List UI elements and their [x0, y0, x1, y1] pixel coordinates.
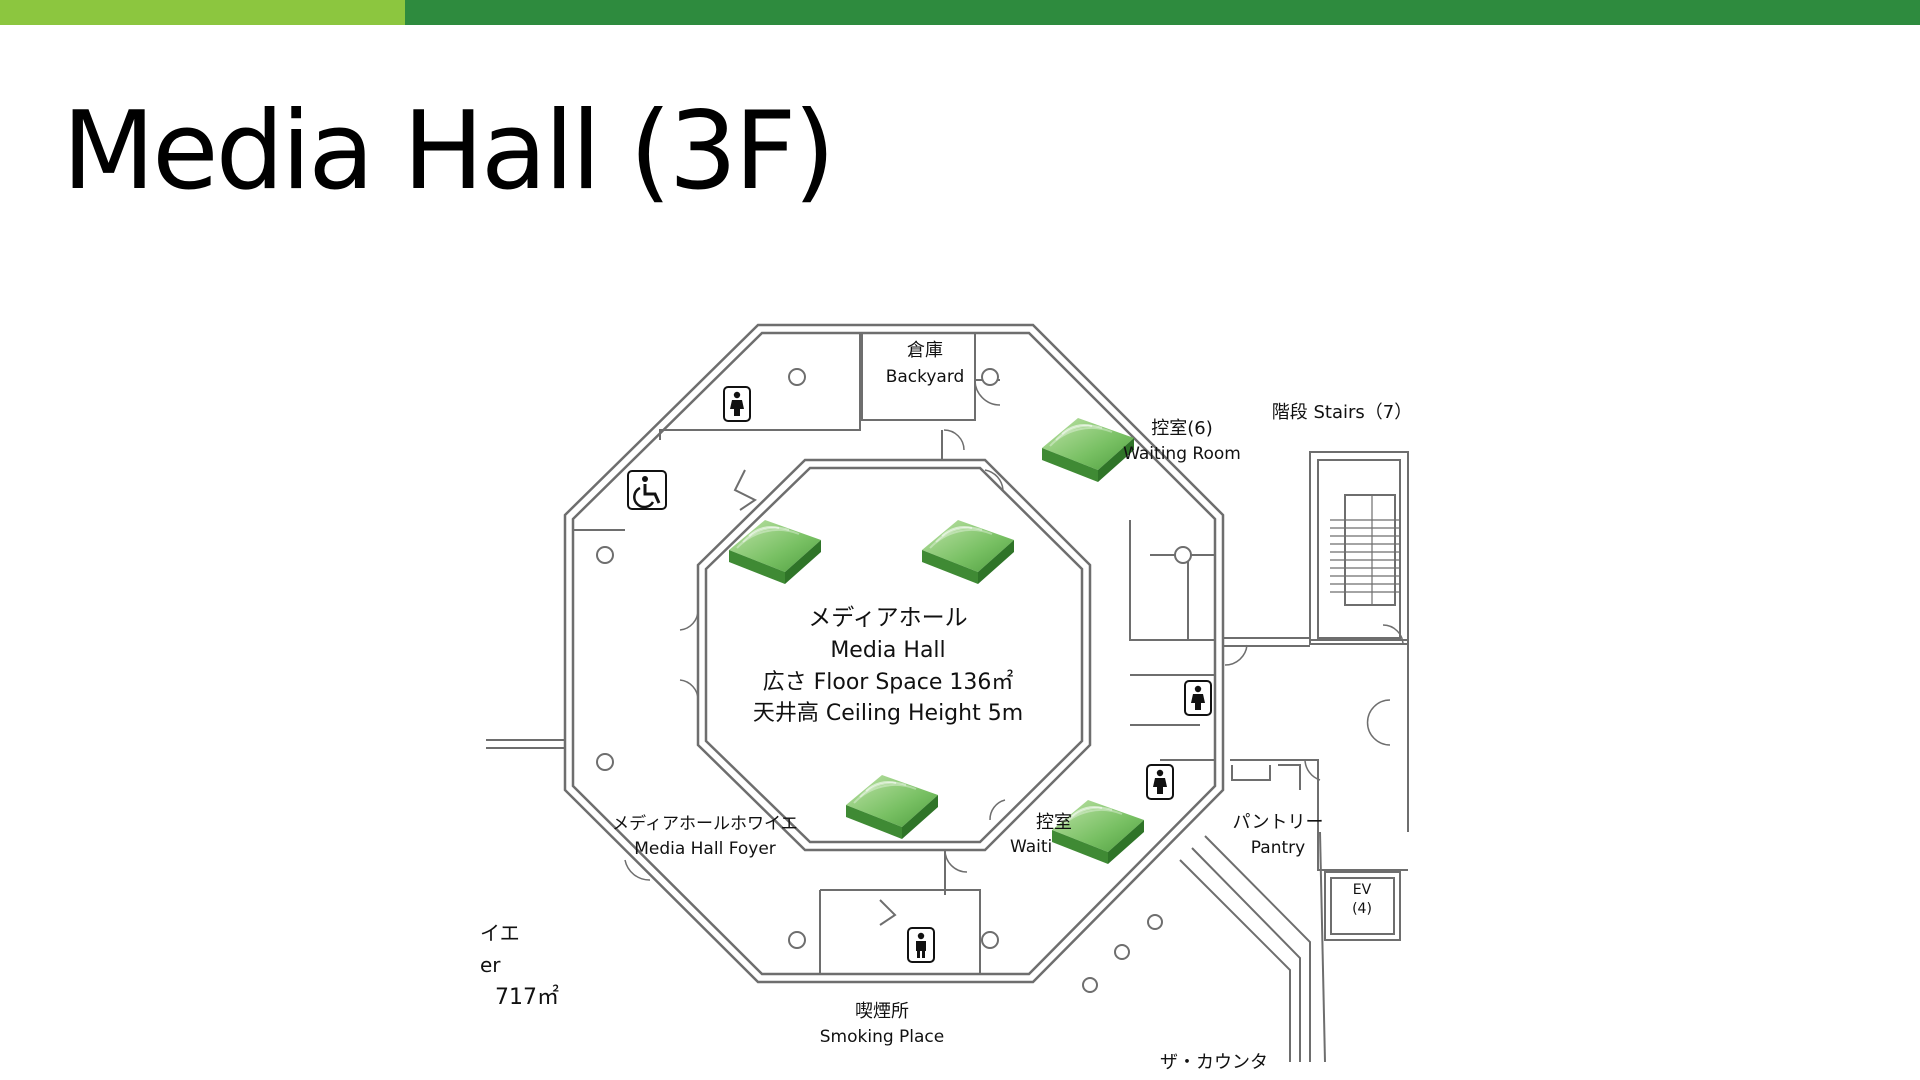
pantry-label-ja: パントリー	[1233, 812, 1324, 833]
female-restroom-icon	[1184, 680, 1212, 716]
pantry-label-en: Pantry	[1251, 838, 1305, 858]
top-accent-bar-dark	[405, 0, 1920, 25]
media-hall-label-en: Media Hall	[830, 638, 945, 663]
media-hall-room	[696, 458, 1092, 852]
ceiling-height-label: 天井高 Ceiling Height 5m	[753, 701, 1023, 726]
door-swings	[624, 379, 1404, 881]
media-hall-label-ja: メディアホール	[808, 605, 967, 631]
foyer-label-en: Media Hall Foyer	[634, 839, 776, 859]
backyard-label-ja: 倉庫	[907, 340, 943, 361]
foyer-label-ja: メディアホールホワイエ	[612, 813, 798, 834]
smoking-place-label-en: Smoking Place	[820, 1027, 945, 1047]
backyard-label-en: Backyard	[886, 367, 965, 387]
ev-number-label: (4)	[1352, 901, 1372, 917]
male-restroom-icon	[907, 927, 935, 963]
bottom-label-cut: ザ・カウンタ	[1160, 1052, 1268, 1073]
female-restroom-icon	[1146, 764, 1174, 800]
building-outer-wall	[563, 323, 1225, 984]
wifi-access-point-icon	[845, 774, 939, 840]
waiting-room-label-en: Waiting Room	[1123, 444, 1241, 464]
waiting-room-2-label-ja: 控室	[1036, 812, 1072, 833]
wifi-access-point-icon	[921, 519, 1015, 585]
female-restroom-icon	[723, 386, 751, 422]
waiting-room-2-label-en: Waiti	[1010, 837, 1052, 857]
west-foyer-label-cut-2: er	[480, 953, 501, 977]
wifi-access-point-icon	[728, 519, 822, 585]
floor-space-label: 広さ Floor Space 136㎡	[763, 669, 1014, 695]
ev-label: EV	[1353, 882, 1372, 898]
east-wing-walls	[1179, 451, 1409, 1063]
west-foyer-area-cut: 717㎡	[495, 984, 559, 1010]
accessible-restroom-icon	[627, 470, 667, 510]
page-title: Media Hall (3F)	[62, 89, 836, 214]
floor-plan-map: 倉庫 Backyard 控室(6) Waiting Room 階段 Stairs…	[480, 315, 1420, 1080]
top-accent-bar-light	[0, 0, 405, 25]
smoking-place-label-ja: 喫煙所	[855, 1001, 909, 1022]
stairs-treads	[1330, 495, 1400, 605]
west-corridor	[486, 739, 565, 749]
stairs-label: 階段 Stairs（7）	[1272, 402, 1412, 423]
wifi-access-point-icon	[1041, 417, 1135, 483]
west-foyer-label-cut-1: イエ	[480, 921, 520, 945]
interior-walls	[573, 333, 1216, 974]
columns	[596, 368, 1192, 993]
waiting-room-label-ja: 控室(6)	[1151, 418, 1213, 439]
top-accent-bar	[0, 0, 1920, 25]
